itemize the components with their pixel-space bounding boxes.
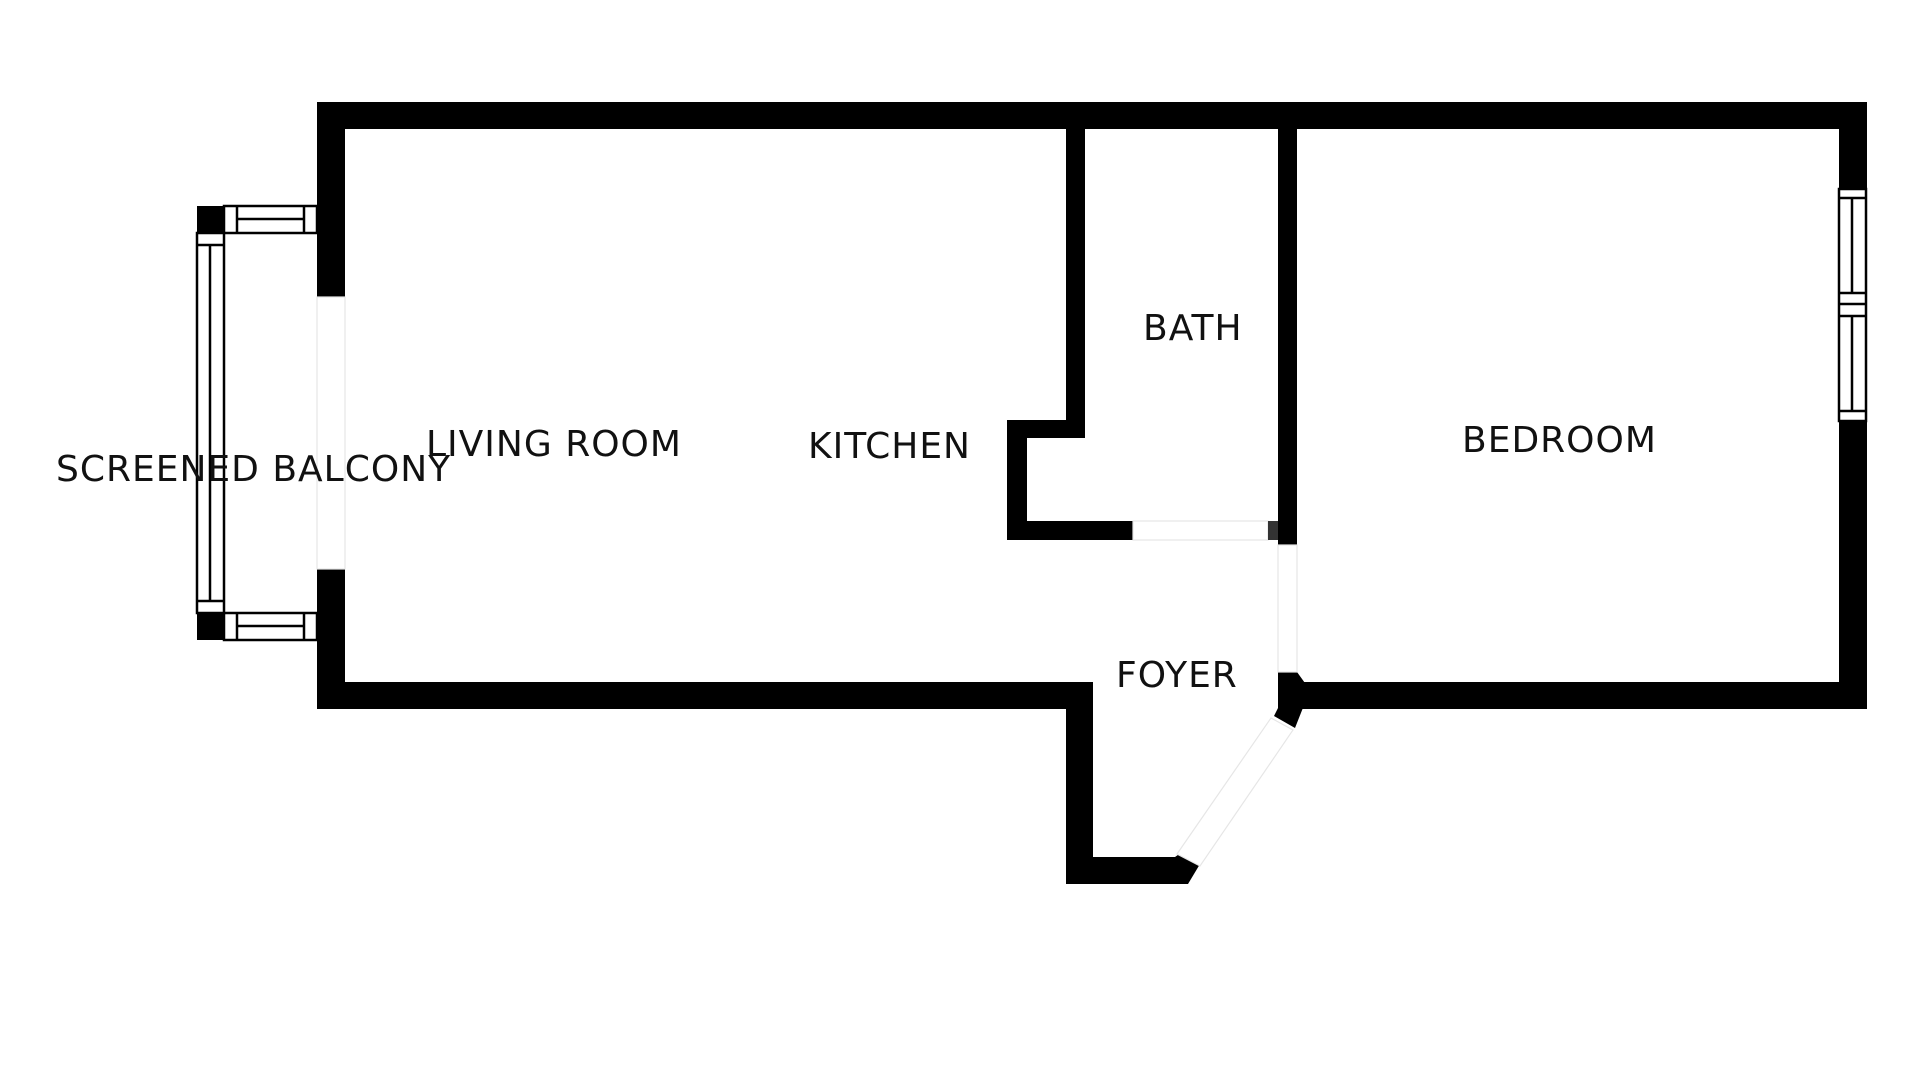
label-screened-balcony: SCREENED BALCONY [56, 449, 452, 490]
wall-left-upper [317, 102, 345, 297]
wall-bottom-living [317, 682, 1093, 709]
wall-bath-bedroom [1278, 102, 1297, 545]
wall-foyer-door-stub [1274, 672, 1310, 728]
entry-door-opening[interactable] [1176, 717, 1294, 867]
wall-right-upper [1839, 102, 1867, 189]
wall-foyer-left [1066, 682, 1093, 884]
label-bedroom: BEDROOM [1462, 420, 1657, 461]
balcony-left-window [195, 231, 226, 615]
wall-bath-bottom-stub [1268, 521, 1280, 540]
wall-kitchen-notch-side [1007, 420, 1027, 540]
balcony-bottom-window [222, 611, 319, 642]
balcony-corner-top [197, 206, 224, 233]
balcony-door-opening[interactable] [316, 296, 346, 570]
bath-door-opening[interactable] [1132, 520, 1269, 541]
label-living-room: LIVING ROOM [426, 424, 682, 465]
wall-foyer-bottom [1066, 848, 1200, 884]
wall-bath-bottom [1007, 521, 1133, 540]
wall-bottom-bedroom [1297, 682, 1867, 709]
label-foyer: FOYER [1116, 655, 1238, 696]
label-kitchen: KITCHEN [808, 426, 971, 467]
bedroom-door-opening[interactable] [1277, 544, 1298, 673]
bedroom-window [1837, 187, 1868, 423]
label-bath: BATH [1143, 308, 1243, 349]
wall-kitchen-bath [1066, 102, 1085, 438]
wall-top [317, 102, 1867, 129]
balcony-corner-bottom [197, 613, 224, 640]
wall-right-lower [1839, 421, 1867, 709]
balcony-top-window [222, 204, 319, 235]
